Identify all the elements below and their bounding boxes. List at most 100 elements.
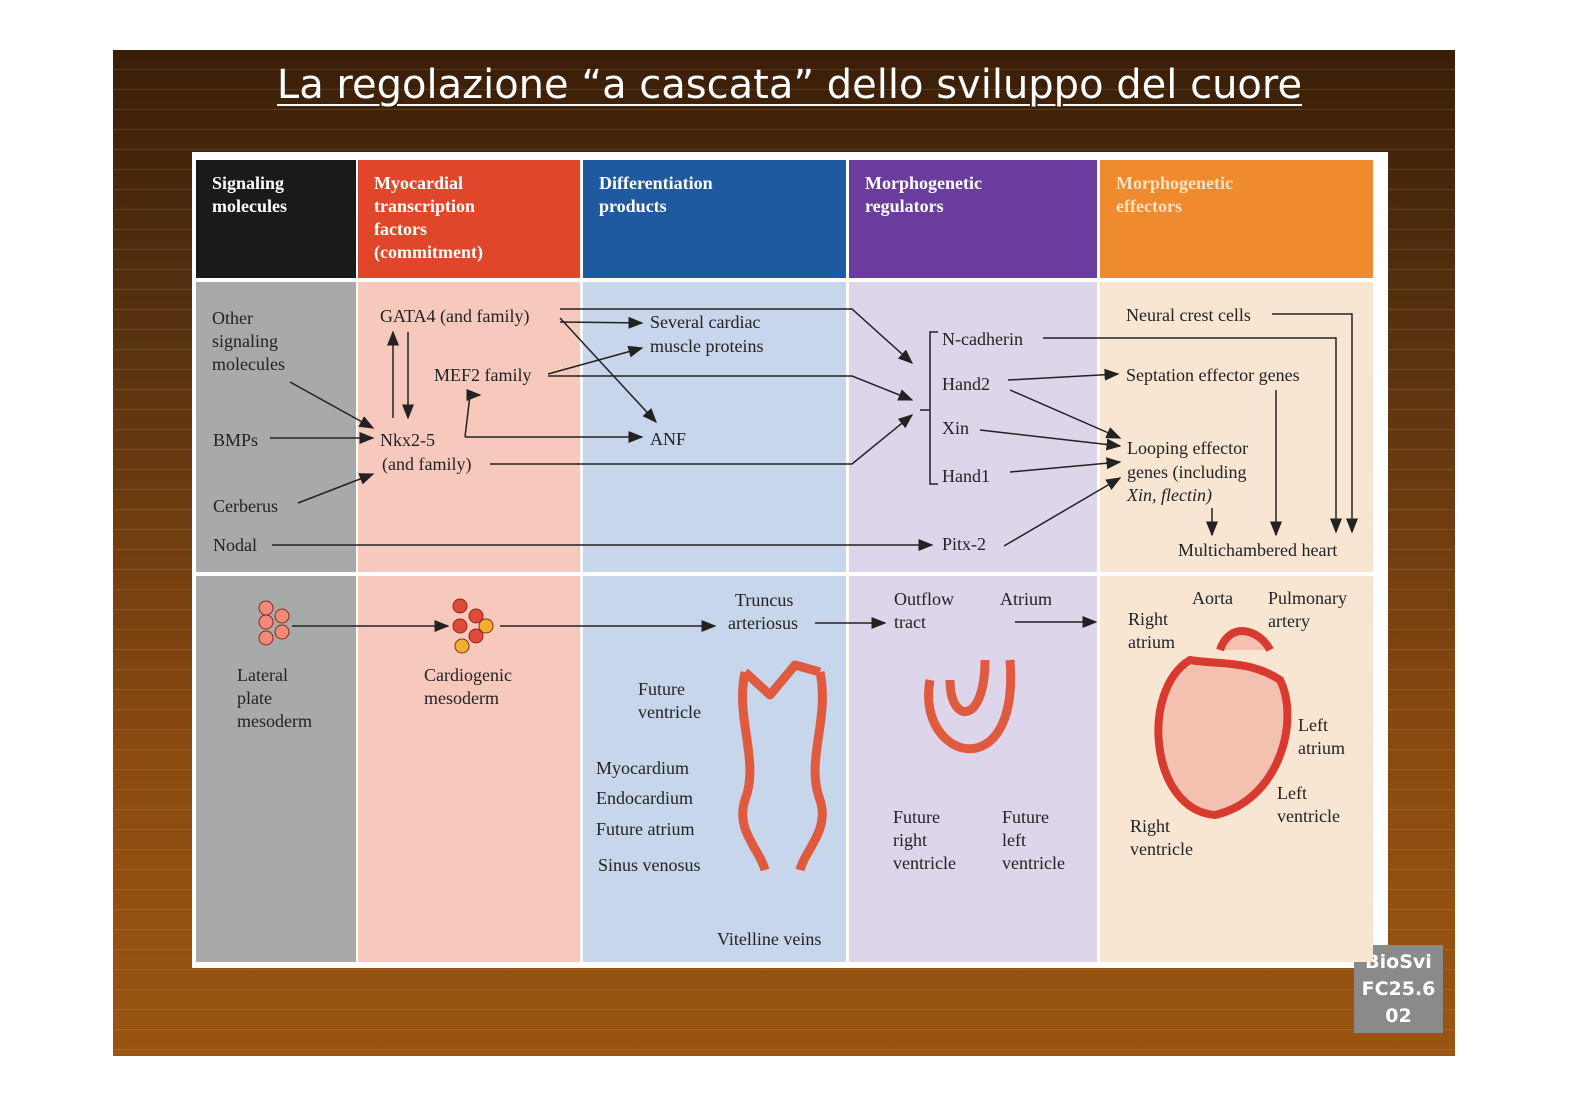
cerberus-label: Cerberus	[213, 496, 278, 516]
arrow	[560, 308, 914, 365]
cell-icon	[454, 638, 470, 654]
mef2-label: MEF2 family	[434, 365, 532, 385]
cell-icon	[468, 608, 484, 624]
column-header-bg	[583, 160, 846, 278]
neural-crest-label: Neural crest cells	[1126, 305, 1251, 325]
row-divider	[196, 572, 1373, 576]
heart-drawing	[1154, 627, 1292, 819]
right-atrium-label: atrium	[1128, 632, 1175, 652]
cell-icon	[468, 628, 484, 644]
left-ventricle-label: ventricle	[1277, 806, 1340, 826]
aorta-label: Aorta	[1192, 588, 1233, 608]
arrow	[464, 389, 482, 438]
badge-line: 02	[1385, 1005, 1412, 1027]
column-body-bg	[1100, 282, 1373, 962]
muscle-proteins-label: muscle proteins	[650, 336, 764, 356]
column-header-label: Differentiation products	[599, 173, 713, 216]
looped-heart-drawing	[924, 659, 1016, 754]
arrow	[1009, 389, 1122, 439]
future-left-ventricle-label: left	[1002, 830, 1026, 850]
column-header-label: Morphogenetic regulators	[865, 173, 982, 216]
xin-label: Xin	[942, 418, 969, 438]
vitelline-label: Vitelline veins	[717, 929, 822, 949]
pulmonary-label: artery	[1268, 611, 1310, 631]
arrow	[920, 331, 938, 485]
endocardium-label: Endocardium	[596, 788, 693, 808]
cell-icon	[452, 598, 468, 614]
arrow	[1007, 368, 1120, 381]
column-header-bg	[196, 160, 356, 278]
future-atrium-label: Future atrium	[596, 819, 695, 839]
arrow	[1043, 337, 1342, 534]
cell-icon	[258, 630, 274, 646]
left-ventricle-label: Left	[1277, 783, 1307, 803]
multichambered-heart-label: Multichambered heart	[1178, 540, 1338, 560]
arrow	[559, 317, 658, 424]
looping-label: genes (including	[1127, 462, 1247, 482]
truncus-label: arteriosus	[728, 613, 798, 633]
bmps-label: BMPs	[213, 430, 259, 450]
cell-icon	[258, 614, 274, 630]
arrow	[1009, 457, 1122, 473]
heart-tube-drawing	[741, 660, 822, 700]
gata4-label: GATA4 (and family)	[380, 306, 530, 326]
n-cadherin-label: N-cadherin	[942, 329, 1023, 349]
heart-tube-drawing	[795, 671, 827, 872]
arrow	[297, 473, 375, 504]
arrow	[979, 429, 1122, 451]
badge-line: FC25.6	[1361, 978, 1436, 1000]
cell-icon	[274, 608, 290, 624]
arrow	[490, 414, 914, 465]
heart-tube-drawing	[738, 671, 770, 872]
column-header-bg	[849, 160, 1097, 278]
truncus-label: Truncus	[735, 590, 794, 610]
several-cardiac-label: Several cardiac	[650, 312, 761, 332]
looping-label: Looping effector	[1127, 438, 1249, 458]
future-left-ventricle-label: Future	[1002, 807, 1049, 827]
other-signaling-label: Other signaling molecules	[212, 308, 285, 374]
looping-label: Xin, flectin)	[1127, 485, 1212, 505]
pulmonary-label: Pulmonary	[1268, 588, 1347, 608]
slide-badge: BioSvi FC25.6 02	[1354, 945, 1443, 1033]
lateral-plate-label: plate	[237, 688, 272, 708]
arrow	[548, 375, 914, 401]
arrow	[1272, 313, 1358, 534]
left-atrium-label: atrium	[1298, 738, 1345, 758]
future-ventricle-label: Future	[638, 679, 685, 699]
column-header-bg	[358, 160, 580, 278]
hand1-label: Hand1	[942, 466, 990, 486]
septation-label: Septation effector genes	[1126, 365, 1300, 385]
cell-icon	[258, 600, 274, 616]
hand2-label: Hand2	[942, 374, 990, 394]
column-body-bg	[196, 282, 356, 962]
right-ventricle-label: Right	[1130, 816, 1171, 836]
future-right-ventricle-label: right	[893, 830, 927, 850]
future-ventricle-label: ventricle	[638, 702, 701, 722]
cardiogenic-label: Cardiogenic	[424, 665, 512, 685]
arrow	[289, 381, 375, 429]
myocardium-label: Myocardium	[596, 758, 689, 778]
cell-icon	[452, 618, 468, 634]
right-atrium-label: Right	[1128, 609, 1169, 629]
right-ventricle-label: ventricle	[1130, 839, 1193, 859]
left-atrium-label: Left	[1298, 715, 1328, 735]
slide-title: La regolazione “a cascata” dello svilupp…	[276, 62, 1303, 108]
cardiogenic-label: mesoderm	[424, 688, 499, 708]
column-header-bg	[1100, 160, 1373, 278]
future-right-ventricle-label: Future	[893, 807, 940, 827]
atrium-label: Atrium	[1000, 589, 1052, 609]
cell-icon	[274, 624, 290, 640]
future-left-ventricle-label: ventricle	[1002, 853, 1065, 873]
lateral-plate-label: Lateral	[237, 665, 288, 685]
nkx2-5-label: Nkx2-5	[380, 430, 435, 450]
nodal-label: Nodal	[213, 535, 257, 555]
anf-label: ANF	[650, 429, 687, 449]
outflow-label: Outflow	[894, 589, 954, 609]
nkx2-5-family-label: (and family)	[382, 454, 472, 474]
lateral-plate-label: mesoderm	[237, 711, 312, 731]
badge-line: BioSvi	[1365, 951, 1432, 973]
cell-icon	[478, 618, 494, 634]
future-right-ventricle-label: ventricle	[893, 853, 956, 873]
arrow	[547, 345, 644, 375]
